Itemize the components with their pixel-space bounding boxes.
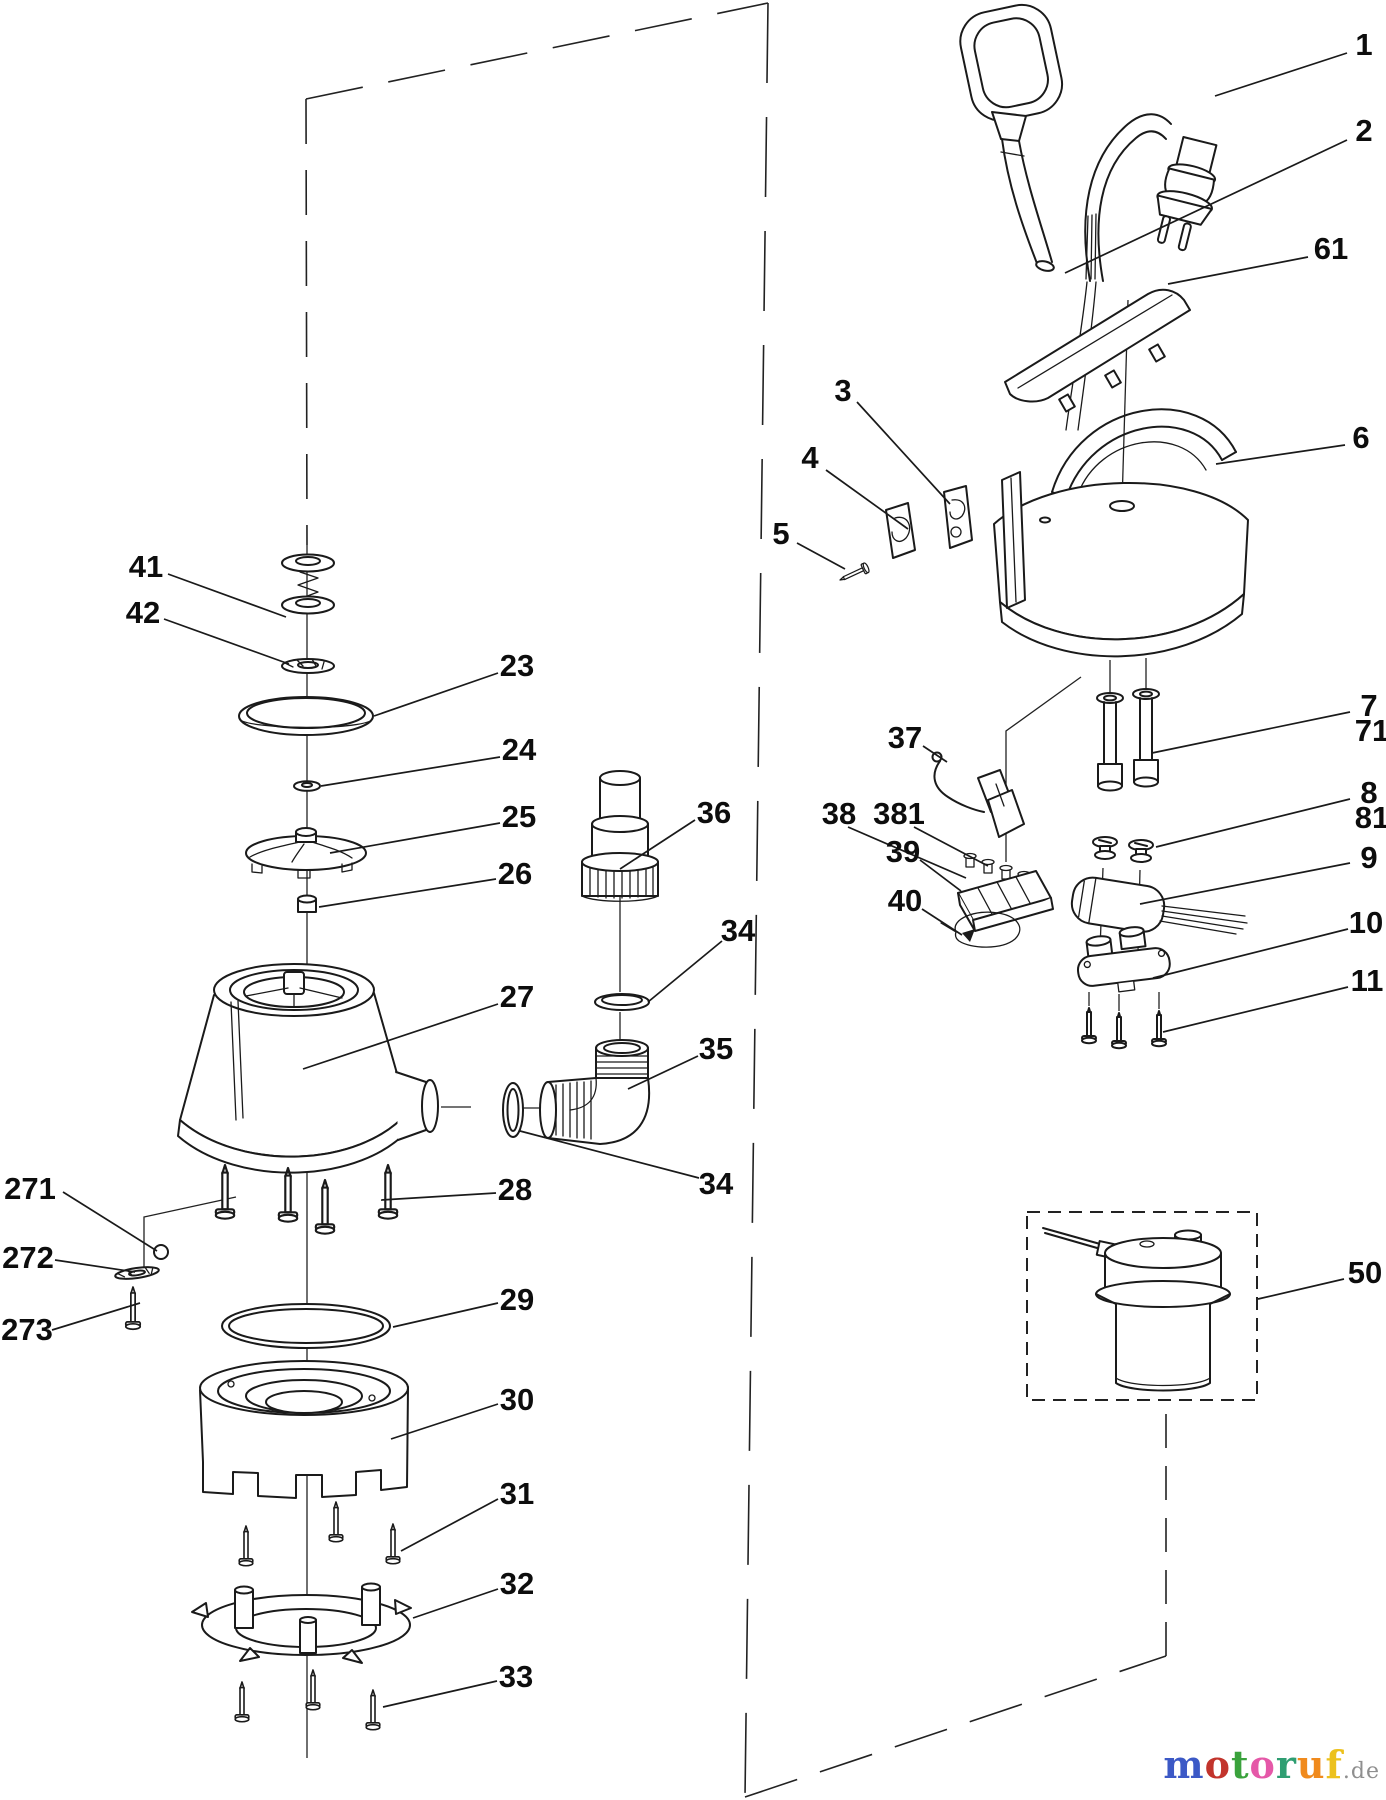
leader-line-4 (825, 469, 909, 530)
logo-letter: o (1249, 1742, 1276, 1787)
leader-line-381 (913, 826, 989, 867)
leader-line-33 (382, 1680, 498, 1708)
logo-letter: o (1204, 1742, 1231, 1787)
part-273-screw-drawing (124, 1286, 142, 1331)
leader-line-41 (167, 573, 287, 618)
part-34-washer-drawing (594, 993, 650, 1011)
dashed-axis-left (305, 98, 308, 546)
leader-line-31 (400, 1498, 499, 1552)
part-11-pin-drawing (1151, 1010, 1167, 1048)
leader-line-11 (1162, 986, 1349, 1033)
part-9-capacitor-drawing (1070, 876, 1248, 935)
leader-line-26 (318, 878, 497, 908)
part-5-screw-drawing (837, 561, 871, 586)
leader-line-3 (856, 401, 951, 505)
leader-line-9 (1139, 862, 1351, 905)
part-30-bottom-cover-drawing (199, 1360, 409, 1499)
part-drawings (114, 3, 1249, 1731)
part-42-lock-washer-drawing (281, 658, 335, 674)
leader-line-23 (373, 672, 499, 717)
part-31-screws-drawing (238, 1501, 401, 1567)
leader-line-42 (163, 618, 290, 665)
part-4-clamp-drawing (885, 502, 916, 559)
power-cord-plug-drawing (1065, 113, 1218, 431)
part-11-pin-drawing (1111, 1012, 1127, 1050)
part-41-washers-drawing (281, 553, 335, 615)
motoruf-logo[interactable]: motoruf.de (0, 1746, 1380, 1784)
part-35-elbow-drawing (539, 1039, 651, 1145)
leader-line-1 (1214, 52, 1348, 97)
leader-line-24 (320, 756, 501, 787)
logo-letter: f (1325, 1742, 1343, 1787)
part-6-motor-housing-drawing (993, 408, 1249, 658)
leader-line-273 (51, 1302, 141, 1331)
logo-letter: r (1275, 1742, 1297, 1787)
logo-letter: m (1163, 1742, 1205, 1787)
part-272-valve-drawing (114, 1266, 160, 1280)
part-10-plate-drawing (1076, 926, 1171, 993)
part-23-seal-ring-drawing (238, 696, 374, 736)
part-25-impeller-drawing (245, 827, 367, 879)
dashed-border-right (744, 2, 769, 1798)
part-71-bolt-drawing (1132, 688, 1160, 788)
part-40-cable-tie-drawing (940, 911, 1021, 948)
leader-line-35 (627, 1055, 699, 1090)
leader-line-7 (1151, 711, 1351, 754)
leader-line-2 (1064, 139, 1348, 274)
leader-line-29 (392, 1302, 499, 1328)
part-27-pump-housing-drawing (177, 963, 439, 1174)
leader-lines (51, 52, 1351, 1708)
leader-line-28 (380, 1192, 497, 1201)
part-81-screw-drawing (1128, 839, 1154, 863)
leader-line-25 (329, 822, 501, 854)
leader-line-271 (62, 1191, 158, 1252)
dashed-diagonal-top (305, 2, 769, 100)
part-24-washer-drawing (293, 780, 321, 792)
leader-line-37 (922, 745, 948, 763)
leader-line-27 (302, 1003, 499, 1070)
leader-line-272 (54, 1259, 136, 1273)
leader-line-50 (1257, 1278, 1345, 1300)
part-26-nut-drawing (297, 894, 317, 913)
leader-line-32 (412, 1588, 499, 1619)
part-61-cover-drawing (1004, 288, 1191, 413)
leader-line-34 (647, 940, 723, 1003)
locator-valve-parts (143, 1196, 237, 1271)
float-switch-drawing (959, 3, 1064, 272)
locator-housing-terminal (1005, 676, 1082, 862)
leader-line-34 (519, 1130, 700, 1179)
part-50-assembly-drawing (1042, 1227, 1231, 1392)
part-11-pin-drawing (1081, 1007, 1097, 1045)
part-29-oring-drawing (221, 1303, 391, 1349)
plug-drawing (1156, 135, 1218, 252)
part-36-hose-connector-drawing (581, 770, 659, 902)
logo-letter: t (1230, 1742, 1250, 1787)
leader-line-39 (919, 859, 962, 892)
part-271-ball-drawing (153, 1244, 169, 1260)
part-37-wire-clamp-drawing (931, 751, 1025, 838)
motoruf-logo-letters: motoruf (1163, 1742, 1343, 1787)
part-34-oring-drawing (502, 1082, 524, 1138)
part-32-base-plate-drawing (191, 1582, 412, 1664)
part-8-screw-drawing (1092, 836, 1118, 860)
motoruf-logo-suffix: .de (1342, 1759, 1380, 1784)
leader-line-40 (921, 908, 963, 936)
leader-line-8 (1155, 798, 1351, 848)
leader-line-38 (847, 826, 967, 879)
leader-line-6 (1215, 444, 1346, 465)
part-7-bolt-drawing (1096, 692, 1124, 792)
leader-line-36 (619, 819, 696, 870)
dashed-box-50 (1026, 1211, 1258, 1401)
leader-line-30 (390, 1403, 499, 1440)
dashed-diagonal-bottom (744, 1655, 1167, 1798)
part-3-clip-drawing (943, 485, 973, 549)
leader-line-10 (1152, 928, 1349, 979)
logo-letter: u (1296, 1742, 1326, 1787)
part-38-terminal-block-drawing (957, 852, 1054, 932)
leader-line-5 (796, 542, 846, 570)
leader-line-61 (1167, 256, 1309, 285)
